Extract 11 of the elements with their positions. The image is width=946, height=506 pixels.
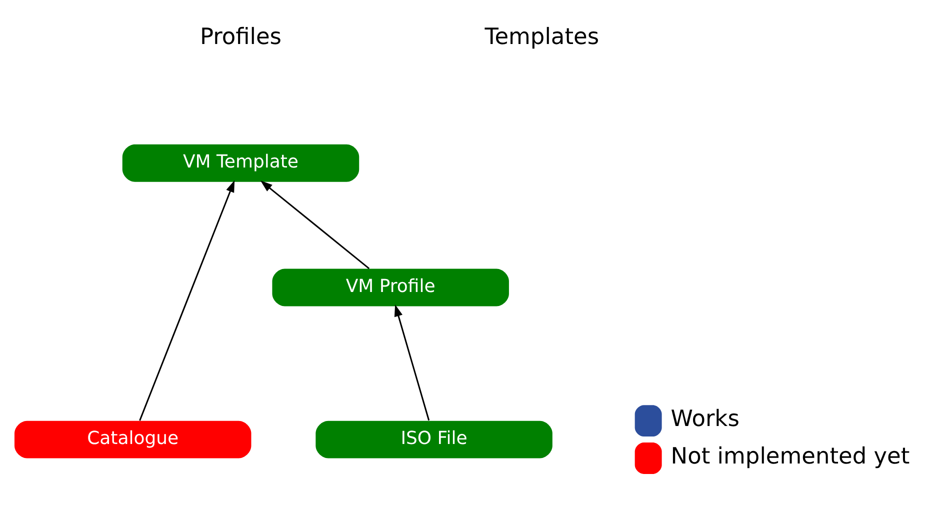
label: Templates <box>484 24 600 50</box>
label: Profiles <box>200 24 282 50</box>
node-box: VM Profile <box>272 268 509 306</box>
node-box: VM Template <box>122 144 360 182</box>
arrow <box>139 180 235 421</box>
node-box: ISO File <box>316 420 552 458</box>
arrow <box>260 180 370 270</box>
legend-label: Works <box>670 406 740 432</box>
legend-label: Not implemented yet <box>670 444 910 470</box>
arrow <box>394 304 430 421</box>
node-box: Catalogue <box>14 420 252 458</box>
